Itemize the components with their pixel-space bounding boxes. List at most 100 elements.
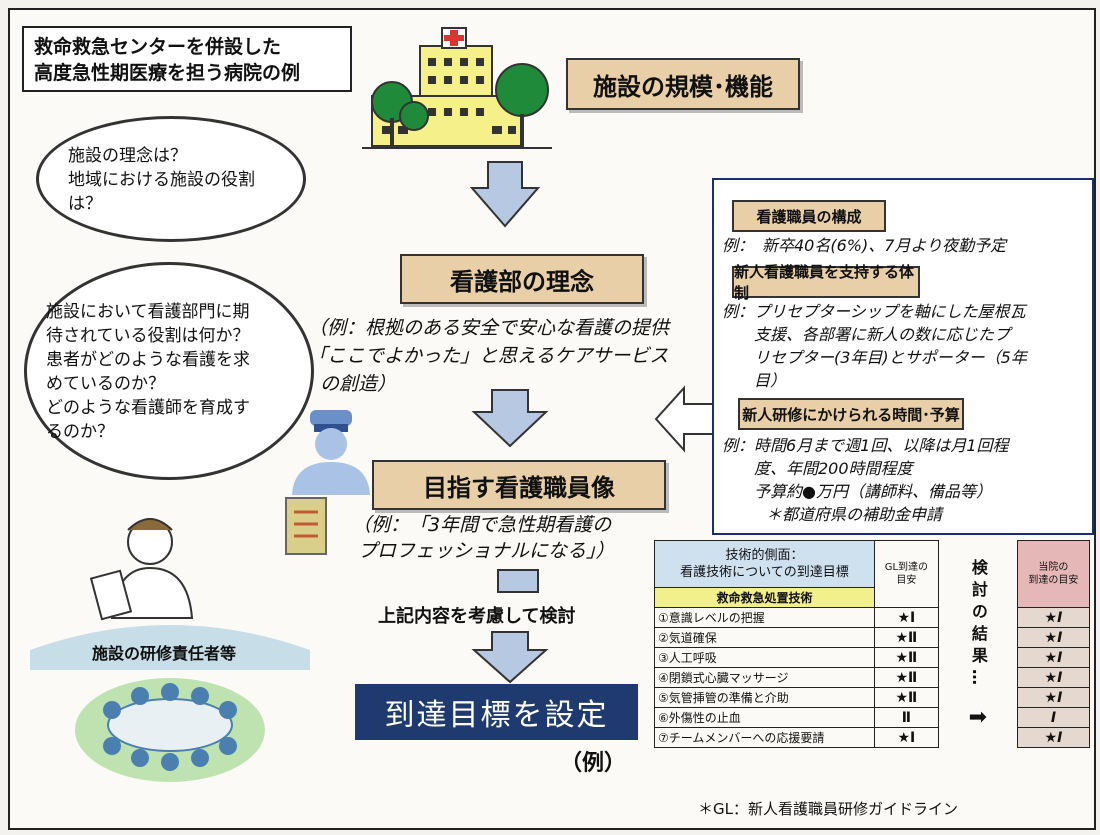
connector-block-icon bbox=[497, 569, 539, 593]
gl-cell: ★Ⅱ bbox=[873, 667, 939, 688]
skill-header-line-1: 技術的側面： bbox=[725, 548, 804, 563]
table-row: ①意識レベルの把握 ★Ⅰ ★Ⅰ bbox=[654, 607, 1091, 628]
current-cell: ★Ⅰ bbox=[1016, 667, 1091, 688]
cloud1-line-3: は？ bbox=[68, 194, 102, 214]
support-system-title: 新人看護職員を支持する体制 bbox=[734, 263, 915, 302]
budget-line-2: 度、年間200時間程度 bbox=[754, 459, 913, 478]
gl-cell: Ⅱ bbox=[873, 707, 939, 728]
cloud2-line-6: るのか？ bbox=[46, 422, 114, 442]
staff-composition-box: 看護職員の構成 bbox=[732, 200, 886, 232]
item-cell: ⑥外傷性の止血 bbox=[654, 707, 875, 728]
current-cell: ★Ⅰ bbox=[1016, 627, 1091, 648]
nursing-philosophy-label: 看護部の理念 bbox=[450, 267, 594, 296]
current-header-line-2: 到達の目安 bbox=[1028, 575, 1079, 586]
cloud1-line-1: 施設の理念は？ bbox=[68, 146, 187, 166]
current-header-cell: 当院の 到達の目安 bbox=[1016, 540, 1091, 608]
example-label: （例） bbox=[560, 751, 627, 776]
current-cell: ★Ⅰ bbox=[1016, 607, 1091, 628]
staff-composition-title: 看護職員の構成 bbox=[756, 207, 862, 226]
right-arrow-icon: ➡ bbox=[968, 704, 988, 730]
gl-cell: ★Ⅱ bbox=[873, 627, 939, 648]
cloud2-line-3: 患者がどのような看護を求 bbox=[46, 350, 250, 370]
nursing-philosophy-box: 看護部の理念 bbox=[400, 254, 644, 304]
item-cell: ②気道確保 bbox=[654, 627, 875, 648]
target-example: （例：「3年間で急性期看護の プロフェッショナルになる」） bbox=[352, 512, 615, 564]
time-budget-text: 例：時間6月まで週1回、以降は月1回程 度、年間200時間程度 予算約●万円（講… bbox=[722, 434, 1009, 526]
staff-composition-text: 例： 新卒40名(6%)、7月より夜勤予定 bbox=[722, 236, 1007, 255]
trainer-meeting-illustration bbox=[30, 518, 310, 782]
support-line-1: 例：プリセプターシップを軸にした屋根瓦 bbox=[722, 302, 1026, 321]
table-row: ⑦チームメンバーへの応援要請 ★Ⅰ ★Ⅰ bbox=[654, 727, 1091, 748]
table-row: ③人工呼吸 ★Ⅱ ★Ⅰ bbox=[654, 647, 1091, 668]
evaluation-table: 技術的側面： 看護技術についての到達目標 GL到達の 目安 検討の結果… ➡ 当… bbox=[654, 540, 1091, 748]
current-cell: ★Ⅰ bbox=[1016, 647, 1091, 668]
cloud2-line-4: めているのか？ bbox=[46, 374, 165, 394]
trainer-label: 施設の研修責任者等 bbox=[92, 644, 237, 663]
gl-cell: ★Ⅱ bbox=[873, 647, 939, 668]
table-row: ⑤気管挿管の準備と介助 ★Ⅱ ★Ⅰ bbox=[654, 687, 1091, 708]
current-cell: ★Ⅰ bbox=[1016, 687, 1091, 708]
result-label: 検討の結果… bbox=[968, 558, 988, 691]
cloud1-line-2: 地域における施設の役割 bbox=[68, 170, 255, 190]
skill-header-cell: 技術的側面： 看護技術についての到達目標 bbox=[654, 540, 875, 588]
table-row: ④閉鎖式心臓マッサージ ★Ⅱ ★Ⅰ bbox=[654, 667, 1091, 688]
budget-line-4: ＊都道府県の補助金申請 bbox=[766, 505, 943, 524]
left-arrow-icon bbox=[654, 385, 715, 453]
set-goal-box: 到達目標を設定 bbox=[355, 684, 638, 740]
philosophy-example-line-3: の創造） bbox=[320, 373, 397, 395]
budget-line-3: 予算約●万円（講師料、備品等） bbox=[754, 482, 992, 501]
gl-cell: ★Ⅰ bbox=[873, 727, 939, 748]
footnote: ＊GL：新人看護職員研修ガイドライン bbox=[698, 800, 958, 818]
down-arrow-icon bbox=[471, 389, 549, 448]
skill-header-line-2: 看護技術についての到達目標 bbox=[680, 565, 849, 580]
result-column: 検討の結果… ➡ bbox=[937, 540, 1018, 748]
time-budget-title: 新人研修にかけられる時間･予算 bbox=[742, 405, 960, 424]
item-cell: ⑤気管挿管の準備と介助 bbox=[654, 687, 875, 708]
facility-question-cloud bbox=[36, 116, 306, 242]
budget-line-1: 例：時間6月まで週1回、以降は月1回程 bbox=[722, 436, 1009, 455]
hospital-building-icon bbox=[362, 27, 552, 149]
target-example-line-2: プロフェッショナルになる」） bbox=[358, 540, 615, 562]
gl-header-cell: GL到達の 目安 bbox=[873, 540, 939, 608]
gl-header-line-2: 目安 bbox=[896, 575, 917, 586]
consider-text: 上記内容を考慮して検討 bbox=[378, 606, 576, 627]
gl-cell: ★Ⅰ bbox=[873, 607, 939, 628]
support-line-4: 目） bbox=[754, 371, 787, 390]
cloud2-line-5: どのような看護師を育成す bbox=[46, 398, 250, 418]
facility-question-text: 施設の理念は？ 地域における施設の役割 は？ bbox=[68, 144, 255, 216]
philosophy-example: （例：根拠のある安全で安心な看護の提供 「ここでよかった」と思えるケアサービス … bbox=[308, 314, 669, 398]
item-cell: ⑦チームメンバーへの応援要請 bbox=[654, 727, 875, 748]
item-cell: ④閉鎖式心臓マッサージ bbox=[654, 667, 875, 688]
philosophy-example-line-2: 「ここでよかった」と思えるケアサービス bbox=[308, 345, 669, 367]
philosophy-example-line-1: （例：根拠のある安全で安心な看護の提供 bbox=[308, 317, 670, 339]
conditions-panel bbox=[712, 178, 1094, 535]
gl-header-line-1: GL到達の bbox=[884, 562, 929, 573]
down-arrow-icon bbox=[470, 161, 540, 228]
support-line-2: 支援、各部署に新人の数に応じたプ bbox=[754, 325, 1011, 344]
time-budget-box: 新人研修にかけられる時間･予算 bbox=[738, 398, 964, 430]
item-cell: ③人工呼吸 bbox=[654, 647, 875, 668]
current-cell: ★Ⅰ bbox=[1016, 727, 1091, 748]
nursing-question-cloud bbox=[24, 262, 314, 480]
target-staff-label: 目指す看護職員像 bbox=[423, 473, 615, 502]
facility-scale-box: 施設の規模･機能 bbox=[566, 58, 800, 110]
facility-scale-label: 施設の規模･機能 bbox=[593, 72, 773, 101]
header-line-1: 救命救急センターを併設した bbox=[34, 36, 282, 58]
table-row: ⑥外傷性の止血 Ⅱ Ⅰ bbox=[654, 707, 1091, 728]
support-system-box: 新人看護職員を支持する体制 bbox=[732, 263, 920, 302]
set-goal-label: 到達目標を設定 bbox=[384, 698, 609, 733]
gl-cell: ★Ⅱ bbox=[873, 687, 939, 708]
diagram-header: 救命救急センターを併設した 高度急性期医療を担う病院の例 bbox=[22, 26, 352, 92]
nurse-figure-icon bbox=[285, 410, 370, 555]
target-staff-box: 目指す看護職員像 bbox=[372, 460, 666, 510]
support-line-3: リセプター(3年目)とサポーター（5年 bbox=[754, 348, 1027, 367]
target-example-line-1: （例：「3年間で急性期看護の bbox=[352, 514, 612, 536]
nursing-question-text: 施設において看護部門に期 待されている役割は何か？ 患者がどのような看護を求 め… bbox=[46, 300, 250, 444]
category-cell: 救命救急処置技術 bbox=[654, 587, 875, 608]
current-header-line-1: 当院の bbox=[1038, 562, 1069, 573]
down-arrow-icon bbox=[471, 631, 549, 684]
table-row: ②気道確保 ★Ⅱ ★Ⅰ bbox=[654, 627, 1091, 648]
header-line-2: 高度急性期医療を担う病院の例 bbox=[34, 62, 301, 84]
support-system-text: 例：プリセプターシップを軸にした屋根瓦 支援、各部署に新人の数に応じたプ リセプ… bbox=[722, 300, 1027, 392]
item-cell: ①意識レベルの把握 bbox=[654, 607, 875, 628]
